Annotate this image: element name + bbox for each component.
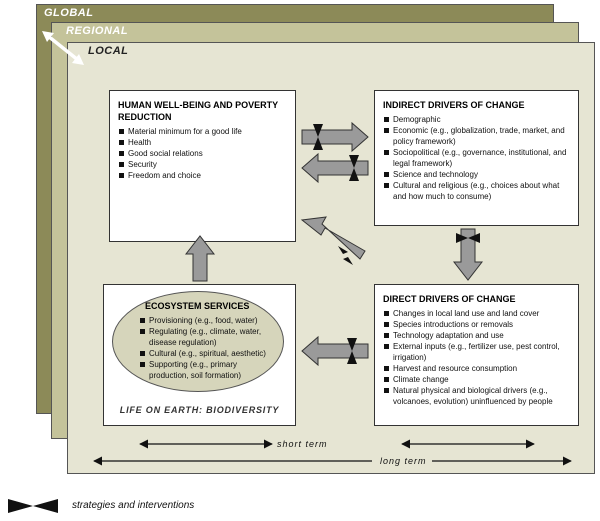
ecosystem-services-ellipse: ECOSYSTEM SERVICES Provisioning (e.g., f… <box>112 291 284 392</box>
list-item: Changes in local land use and land cover <box>383 308 570 319</box>
arrow-ecosystem-to-wellbeing <box>184 235 216 282</box>
list-item: Cultural (e.g., spiritual, aesthetic) <box>139 348 267 359</box>
list-item: Economic (e.g., globalization, trade, ma… <box>383 125 570 147</box>
list-item: Material minimum for a good life <box>118 126 287 137</box>
list-item: Climate change <box>383 374 570 385</box>
bowtie-icon <box>313 137 323 150</box>
human-wellbeing-list: Material minimum for a good life Health … <box>118 126 287 181</box>
ecosystem-services-list: Provisioning (e.g., food, water) Regulat… <box>139 315 283 381</box>
direct-drivers-box: DIRECT DRIVERS OF CHANGE Changes in loca… <box>374 284 579 426</box>
regional-label: REGIONAL <box>66 25 129 37</box>
list-item: Freedom and choice <box>118 170 287 181</box>
arrow-wellbeing-to-indirect <box>301 121 369 153</box>
list-item: Health <box>118 137 287 148</box>
list-item: Good social relations <box>118 148 287 159</box>
scale-arrow <box>42 31 84 65</box>
indirect-drivers-list: Demographic Economic (e.g., globalizatio… <box>383 114 570 202</box>
arrow-indirect-to-wellbeing <box>301 152 369 184</box>
list-item: External inputs (e.g., fertilizer use, p… <box>383 341 570 363</box>
list-item: Regulating (e.g., climate, water, diseas… <box>139 326 267 348</box>
list-item: Demographic <box>383 114 570 125</box>
bowtie-icon <box>349 155 359 168</box>
arrow-direct-to-wellbeing <box>300 216 366 260</box>
ecosystem-services-box: ECOSYSTEM SERVICES Provisioning (e.g., f… <box>103 284 296 426</box>
list-item: Supporting (e.g., primary production, so… <box>139 359 267 381</box>
direct-drivers-list: Changes in local land use and land cover… <box>383 308 570 407</box>
list-item: Technology adaptation and use <box>383 330 570 341</box>
bowtie-icon <box>338 246 348 254</box>
legend-bowtie-icon <box>8 499 33 513</box>
list-item: Sociopolitical (e.g., governance, instit… <box>383 147 570 169</box>
list-item: Science and technology <box>383 169 570 180</box>
legend-bowtie-icon <box>33 499 58 513</box>
short-term-label: short term <box>277 439 328 449</box>
arrow-indirect-to-direct <box>452 228 484 281</box>
bowtie-icon <box>347 351 357 364</box>
bowtie-icon <box>468 233 480 243</box>
list-item: Harvest and resource consumption <box>383 363 570 374</box>
bowtie-icon <box>349 168 359 181</box>
list-item: Security <box>118 159 287 170</box>
bowtie-icon <box>456 233 468 243</box>
direct-drivers-title: DIRECT DRIVERS OF CHANGE <box>383 294 516 304</box>
list-item: Natural physical and biological drivers … <box>383 385 570 407</box>
list-item: Cultural and religious (e.g., choices ab… <box>383 180 570 202</box>
human-wellbeing-title: HUMAN WELL-BEING AND POVERTY REDUCTION <box>118 100 279 122</box>
indirect-drivers-title: INDIRECT DRIVERS OF CHANGE <box>383 100 525 110</box>
indirect-drivers-box: INDIRECT DRIVERS OF CHANGE Demographic E… <box>374 90 579 226</box>
list-item: Provisioning (e.g., food, water) <box>139 315 267 326</box>
ecosystem-services-title: ECOSYSTEM SERVICES <box>145 301 250 311</box>
list-item: Species introductions or removals <box>383 319 570 330</box>
bowtie-icon <box>313 124 323 137</box>
biodiversity-label: LIFE ON EARTH: BIODIVERSITY <box>119 405 280 415</box>
arrow-direct-to-ecosystem <box>301 335 369 367</box>
bowtie-icon <box>347 338 357 351</box>
local-label: LOCAL <box>88 45 129 57</box>
global-label: GLOBAL <box>44 7 94 19</box>
legend-label: strategies and interventions <box>72 500 195 511</box>
long-term-label: long term <box>380 456 427 466</box>
bowtie-icon <box>343 257 353 265</box>
